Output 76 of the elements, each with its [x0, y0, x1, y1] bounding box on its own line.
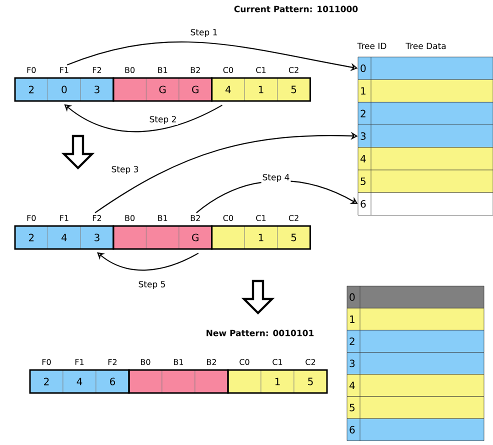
- table-row: 3: [358, 124, 493, 148]
- node-label: F1: [60, 215, 68, 221]
- edge-label: Step 3: [110, 164, 140, 176]
- array-cell: C1 1: [244, 66, 278, 102]
- array-cell: F0 2: [14, 66, 48, 102]
- arrow: [97, 252, 199, 271]
- array-cell: B1 G: [146, 67, 180, 102]
- node-label: B1: [158, 67, 168, 73]
- node-label: F1: [75, 359, 84, 365]
- array-cell: C0: [228, 358, 262, 394]
- table-row: 5: [346, 396, 484, 419]
- title: Current Pattern: 1011000: [234, 6, 358, 12]
- array-cell: B2 G: [178, 215, 212, 250]
- array-cell: B0: [113, 66, 146, 102]
- table-row: 4: [346, 374, 484, 397]
- node-label: B0: [125, 66, 135, 74]
- node-label: C1: [272, 358, 282, 366]
- node-label: B2: [190, 215, 200, 221]
- table-row: 2: [358, 102, 493, 125]
- node-label: F1: [60, 67, 68, 73]
- array-cell: C1 1: [260, 358, 294, 394]
- node-label: C2: [288, 214, 298, 222]
- table-row: 6: [346, 418, 484, 441]
- array-cell: C0: [212, 214, 245, 250]
- array-cell: F1 4: [48, 215, 81, 250]
- node-label: B1: [158, 215, 168, 221]
- table-row: 2: [346, 330, 484, 352]
- array-cell: C2 5: [277, 214, 310, 250]
- node-label: F2: [108, 359, 117, 365]
- array-cell: B1: [146, 215, 180, 250]
- table-row: 1: [346, 308, 484, 330]
- array-cell: F2 6: [96, 359, 130, 394]
- edge-label: Step 1: [189, 28, 219, 38]
- node-label: B0: [140, 358, 150, 366]
- table-row: 4: [358, 147, 493, 170]
- node-label: F0: [27, 66, 36, 74]
- table-row: 1: [358, 79, 493, 102]
- array-cell: B0: [113, 214, 146, 250]
- node-label: B0: [125, 214, 135, 222]
- table-row: 5: [358, 170, 493, 193]
- edge-label: Step 4: [261, 172, 291, 184]
- node-label: B2: [190, 67, 200, 73]
- array-cell: F1 0: [48, 67, 81, 102]
- array-cell: B0: [128, 358, 162, 394]
- node-label: C0: [223, 66, 234, 74]
- node-label: B1: [174, 359, 184, 365]
- edge-label: Step 2: [148, 114, 178, 126]
- table-row: 6: [358, 192, 493, 216]
- array-cell: B2 G: [178, 67, 212, 102]
- table-row: 0: [346, 286, 484, 308]
- node-label: F2: [92, 215, 102, 221]
- table-row: 3: [346, 352, 484, 375]
- node-label: F0: [27, 214, 36, 222]
- node-label: F2: [92, 67, 102, 73]
- array-cell: B2: [194, 359, 228, 394]
- node-label: C1: [256, 66, 266, 74]
- node-label: C0: [223, 214, 234, 222]
- node-label: B2: [206, 359, 216, 365]
- array-cell: C2 5: [277, 66, 310, 102]
- array-cell: F0 2: [14, 214, 48, 250]
- edge-label: Step 5: [137, 280, 167, 290]
- node-label: C1: [256, 214, 266, 222]
- table-row: 0: [358, 56, 493, 80]
- array-cell: C2 5: [294, 358, 328, 394]
- pattern-heading: New Pattern: 0010101: [206, 330, 314, 336]
- node-label: C0: [240, 358, 250, 366]
- array-cell: F2 3: [80, 215, 114, 250]
- array-cell: F1 4: [62, 359, 96, 394]
- node-label: F0: [42, 358, 51, 366]
- array-cell: C1 1: [244, 214, 278, 250]
- node-label: C2: [306, 358, 316, 366]
- array-cell: F0 2: [30, 358, 64, 394]
- array-cell: C0 4: [212, 66, 245, 102]
- array-cell: F2 3: [80, 67, 114, 102]
- array-cell: B1: [162, 359, 196, 394]
- node-label: C2: [288, 66, 298, 74]
